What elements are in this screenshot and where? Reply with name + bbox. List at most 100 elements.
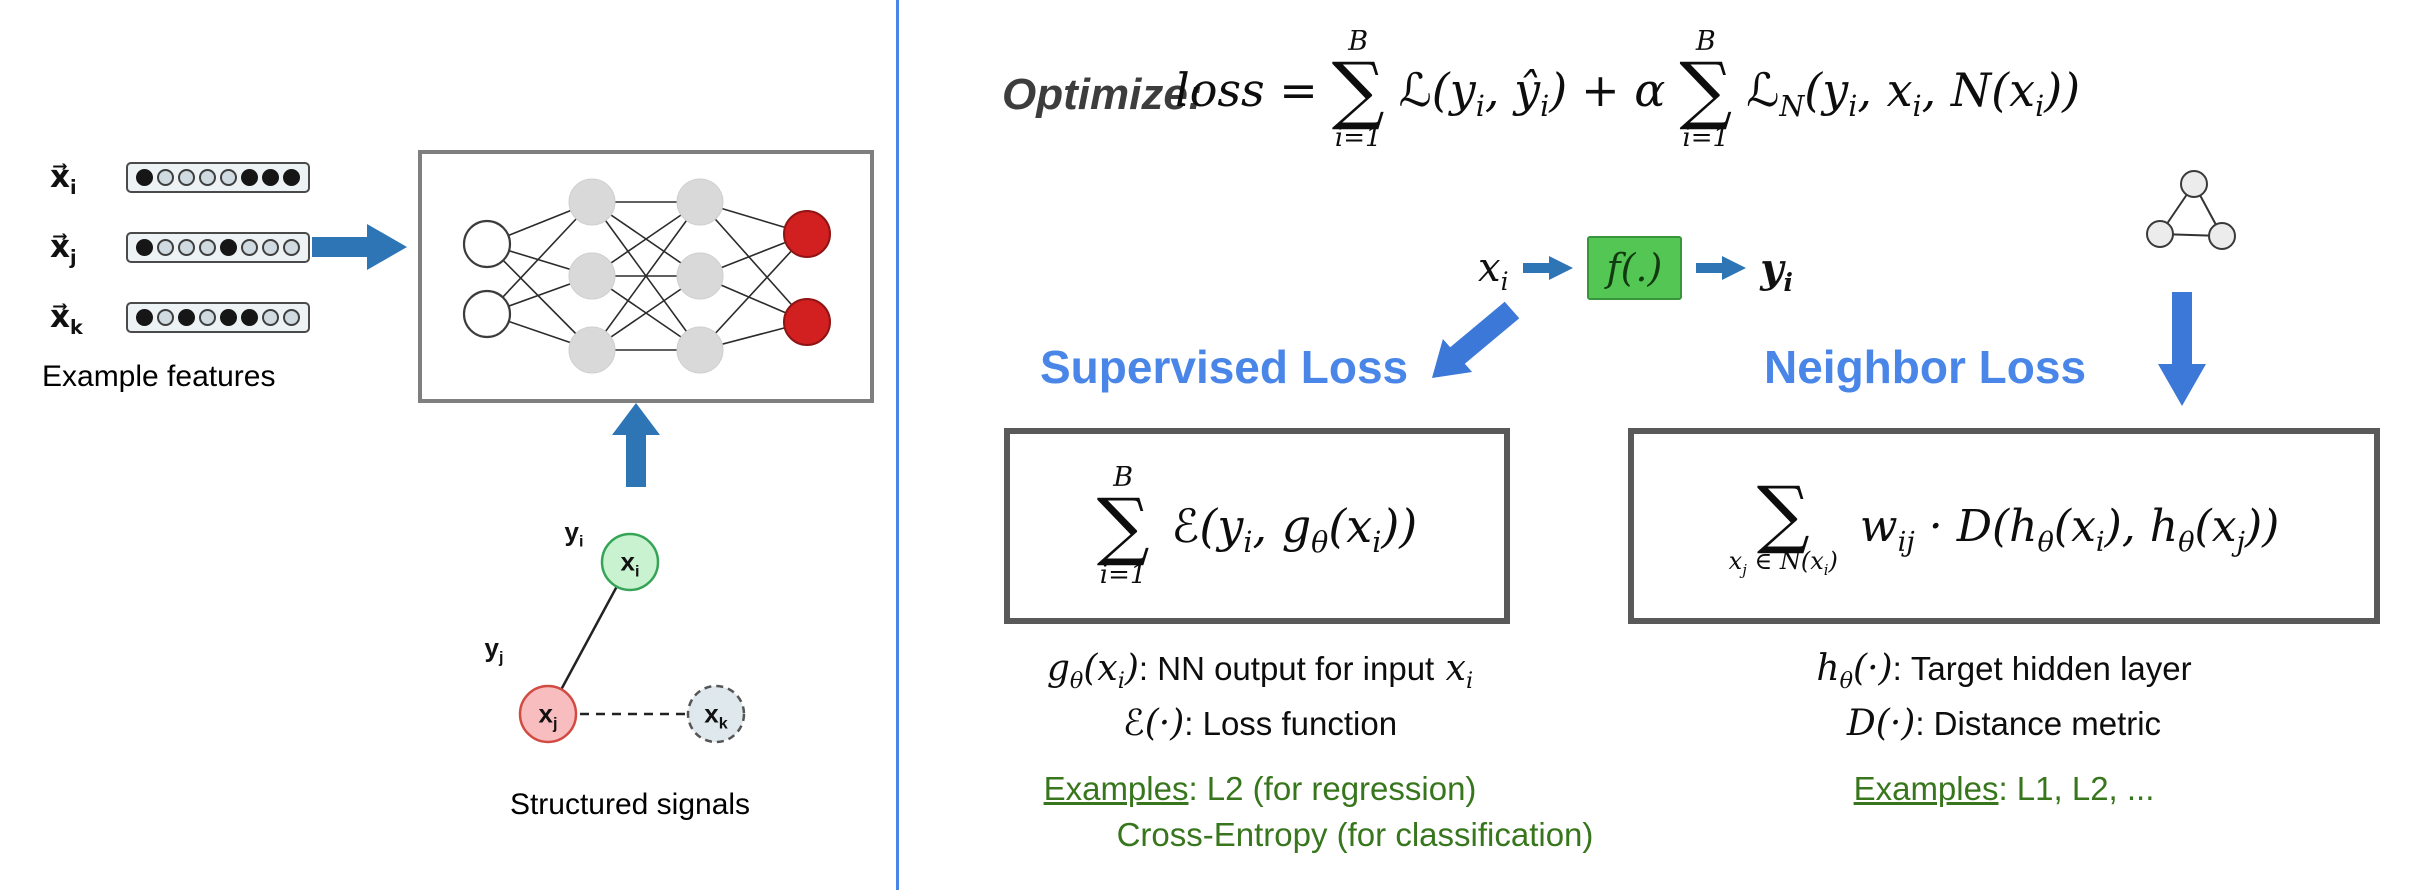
sigma-icon: ∑ [1096,483,1150,570]
output-nodes [783,210,831,346]
formula-token: N [1779,89,1805,123]
node-label-xk: xk [704,698,727,732]
feature-dot [262,308,279,326]
feature-dot [262,168,279,186]
structured-signals-caption: Structured signals [509,788,751,821]
formula-token: i [578,532,584,551]
formula-token: ℒ(y [1398,62,1476,117]
formula-token: θ [1069,668,1084,695]
summation-1: B ∑ i=1 [1331,26,1385,154]
formula-token: (x [1083,648,1118,689]
formula-token: i [1783,267,1793,297]
feature-dot [157,168,174,186]
formula-token: x [620,546,635,577]
graph-to-network-arrow-icon [612,403,660,487]
formula-token: x [538,698,553,729]
formula-token: )) [2245,500,2280,552]
neighbor-notes: hθ(·): Target hidden layer D(·): Distanc… [1628,648,2380,808]
formula-token: y [564,516,579,547]
formula-token: ) [1549,62,1568,117]
feature-dot [178,308,195,326]
feature-dot [283,308,300,326]
feature-vector-box [126,231,310,263]
formula-token: i [1500,267,1509,296]
feature-row: x⃗j [50,225,310,269]
feature-dot [157,238,174,256]
formula-token: θ [2178,526,2195,558]
neighbor-examples: Examples: L1, L2, ... [1853,770,2155,807]
formula-token: )) [1381,499,1418,553]
node-label-xi: xi [620,546,640,580]
formula-plus-alpha: + α [1581,62,1666,117]
feature-dot [241,238,258,256]
supervised-term: ℒ(yi, ŷi) [1398,62,1568,121]
feature-dot [199,168,216,186]
formula-token: x⃗ [50,159,70,195]
feature-row: x⃗k [50,295,310,339]
note-distance-metric: D(·): Distance metric [1846,703,2162,744]
formula-token: ∈ N(x [1746,547,1824,576]
formula-token: , ŷ [1484,62,1541,117]
formula-token: j [1742,560,1747,579]
node-xk [686,684,746,744]
note-h-theta-math: hθ(·) [1816,648,1892,692]
neural-network-diagram [462,178,831,374]
feature-dot [178,168,195,186]
formula-lhs: loss = [1175,62,1318,117]
formula-token: (x [2194,500,2237,552]
feature-label-xi: x⃗i [50,159,110,197]
formula-token: ) [1124,648,1139,689]
formula-token: y [484,632,499,663]
neighbor-sum-limit: xj ∈ N(xi) [1729,547,1838,577]
formula-token: w [1859,500,1898,552]
formula-token: ij [1897,526,1915,558]
example-features-caption: Example features [42,360,276,393]
loss-formula: loss = B ∑ i=1 ℒ(yi, ŷi) + α B ∑ i=1 ℒN(… [1175,28,2080,151]
supervised-notes: gθ(xi): NN output for input xi ℰ(·): Los… [960,648,1594,854]
flow-output-yi: yi [1760,245,1793,295]
neighbor-loss-expression: wij · D(hθ(xi), hθ(xj)) [1859,500,2280,556]
neighbor-loss-box: ∑ xj ∈ N(xi) wij · D(hθ(xi), hθ(xj)) [1628,428,2380,624]
formula-token: g [1046,648,1070,689]
formula-token: j [552,714,558,733]
formula-token: (x [1328,499,1373,553]
formula-token: θ [1311,526,1329,560]
flow-input-xi: xi [1478,245,1509,294]
label-yi: yi [564,516,584,551]
feature-dot [136,168,153,186]
note-loss-function: ℰ(·): Loss function [1122,703,1398,744]
optimize-label: Optimize: [1002,70,1203,119]
formula-token: θ [1839,668,1854,695]
input-nodes [462,219,512,339]
feature-label-xk: x⃗k [50,299,110,337]
feature-vectors-group: x⃗i x⃗j x⃗k [50,155,310,365]
formula-token: i [1372,526,1382,560]
formula-token: x [1478,245,1501,291]
formula-token: i [1243,526,1253,560]
formula-token: ℰ(y [1171,499,1244,553]
formula-token: j [498,648,504,667]
formula-token: i [1475,89,1485,123]
formula-token: x⃗ [50,299,70,335]
feature-dot [199,308,216,326]
feature-dot [178,238,195,256]
feature-dot [157,308,174,326]
formula-token: (y [1804,62,1849,117]
node-label-xj: xj [538,698,558,733]
feature-label-xj: x⃗j [50,229,110,267]
neighbor-pointer-arrow-icon [2158,292,2206,406]
feature-dot [262,238,279,256]
node-xi [600,532,660,592]
feature-dot [220,238,237,256]
formula-token: (x [2053,500,2096,552]
formula-token: ), h [2104,500,2179,552]
formula-token: i [2035,89,2045,123]
feature-dot [220,308,237,326]
neighbor-summation: ∑ xj ∈ N(xi) [1729,477,1838,578]
formula-token: θ [2037,526,2054,558]
formula-token: i [1540,89,1550,123]
formula-token: ℒ [1746,62,1780,117]
formula-token: x [704,698,719,729]
formula-token: i [1117,668,1125,695]
